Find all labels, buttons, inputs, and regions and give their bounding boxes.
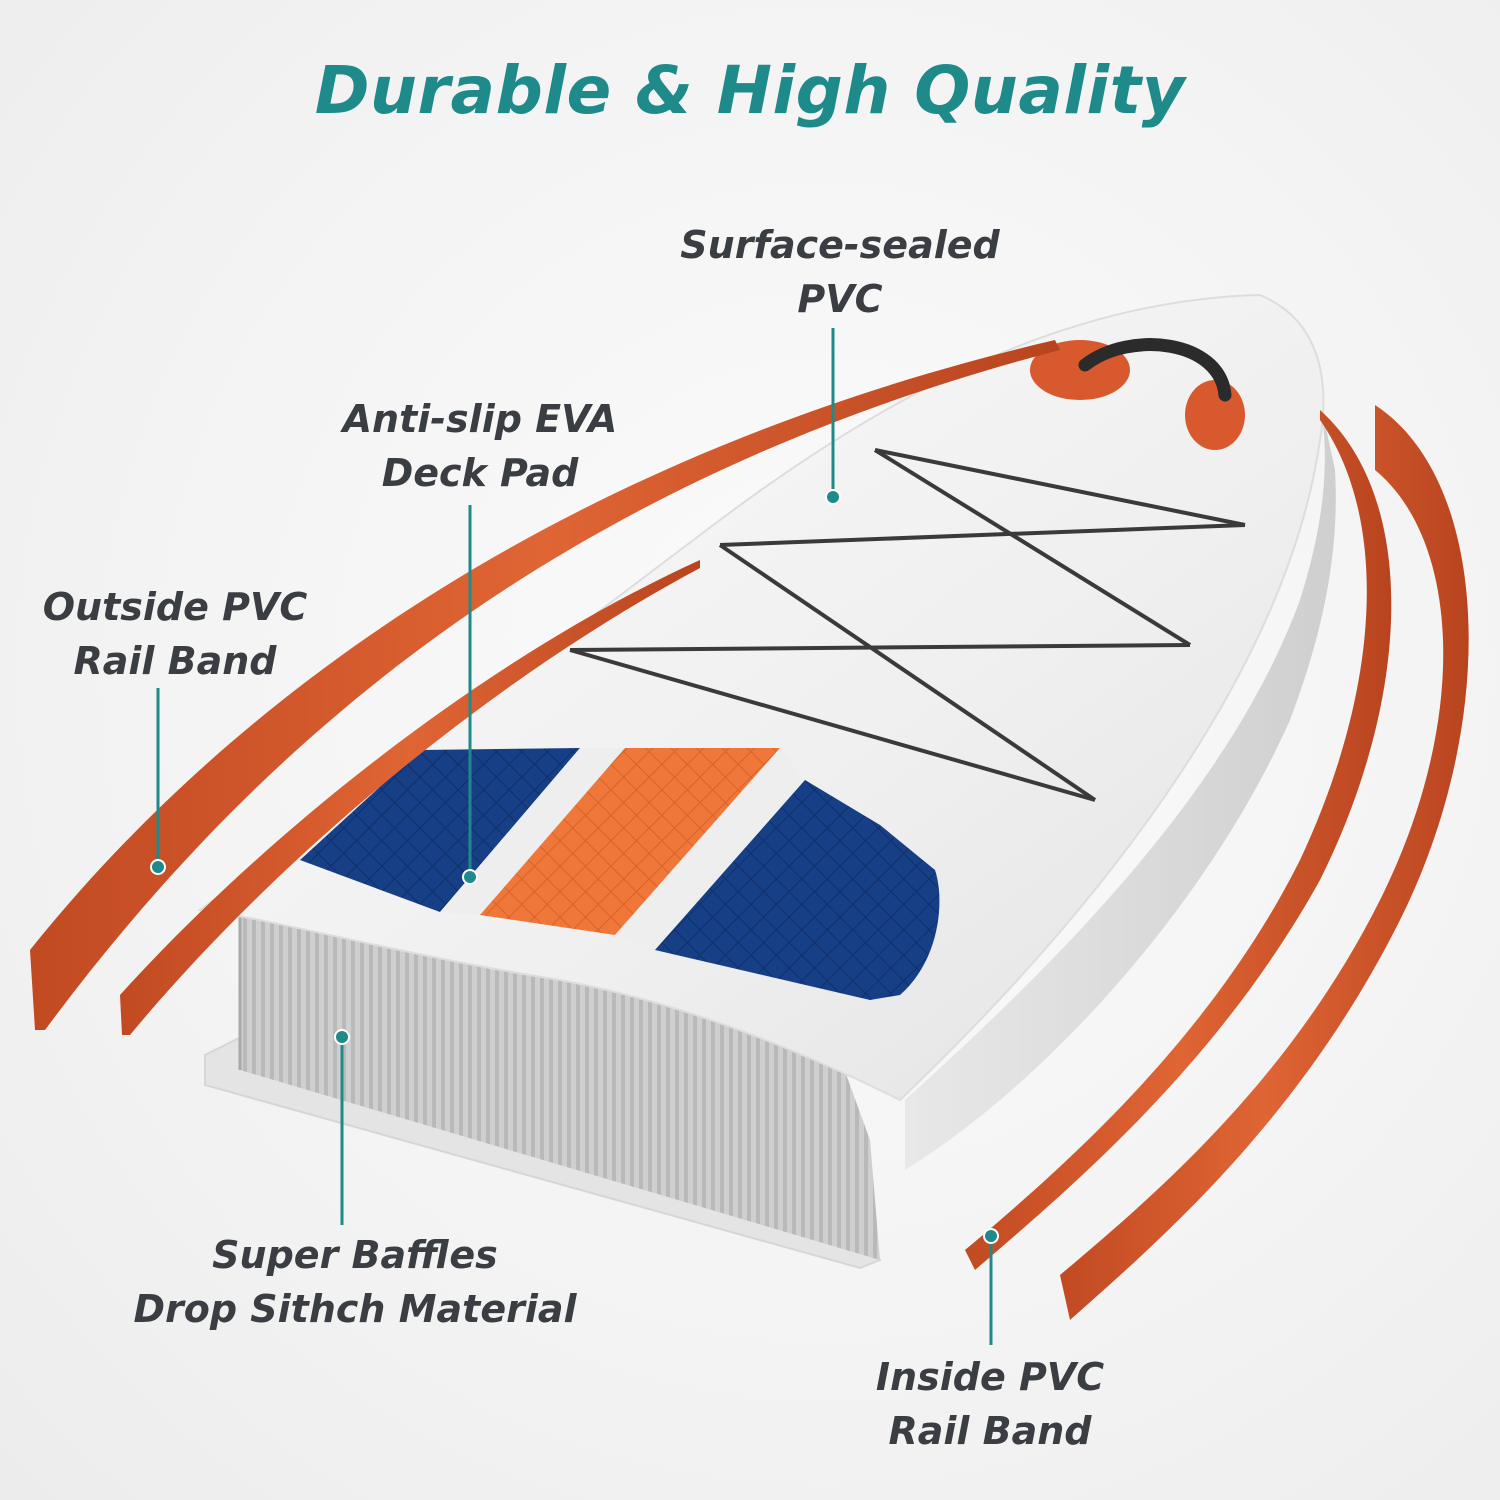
callout-line: PVC: [797, 277, 883, 321]
page-title: Durable & High Quality: [314, 52, 1186, 129]
drop-stitch-baffles: [240, 905, 880, 1260]
callout-line: Rail Band: [888, 1409, 1092, 1453]
outside-rail-band-right: [1060, 405, 1469, 1320]
callout-outside-pvc-rail-band: Outside PVC Rail Band: [10, 580, 340, 688]
board-side-wall: [905, 400, 1336, 1170]
callout-inside-pvc-rail-band: Inside PVC Rail Band: [840, 1350, 1140, 1458]
leader-dots: [150, 489, 999, 1244]
callout-line: Deck Pad: [381, 451, 579, 495]
callout-anti-slip-eva-deck-pad: Anti-slip EVA Deck Pad: [300, 392, 660, 500]
callout-line: Surface-sealed: [680, 223, 1000, 267]
callout-line: Outside PVC: [42, 585, 308, 629]
carry-handle-icon: [1030, 338, 1245, 450]
callout-line: Inside PVC: [875, 1355, 1105, 1399]
callout-line: Anti-slip EVA: [342, 397, 618, 441]
callout-line: Super Baffles: [212, 1233, 498, 1277]
eva-deck-pad: [300, 748, 940, 1000]
leader-lines: [156, 328, 993, 1345]
callout-super-baffles: Super Baffles Drop Sithch Material: [110, 1228, 600, 1336]
bungee-cord-icon: [569, 448, 1246, 802]
callout-line: Rail Band: [73, 639, 277, 683]
callout-surface-sealed-pvc: Surface-sealed PVC: [640, 218, 1040, 326]
callout-line: Drop Sithch Material: [133, 1287, 577, 1331]
